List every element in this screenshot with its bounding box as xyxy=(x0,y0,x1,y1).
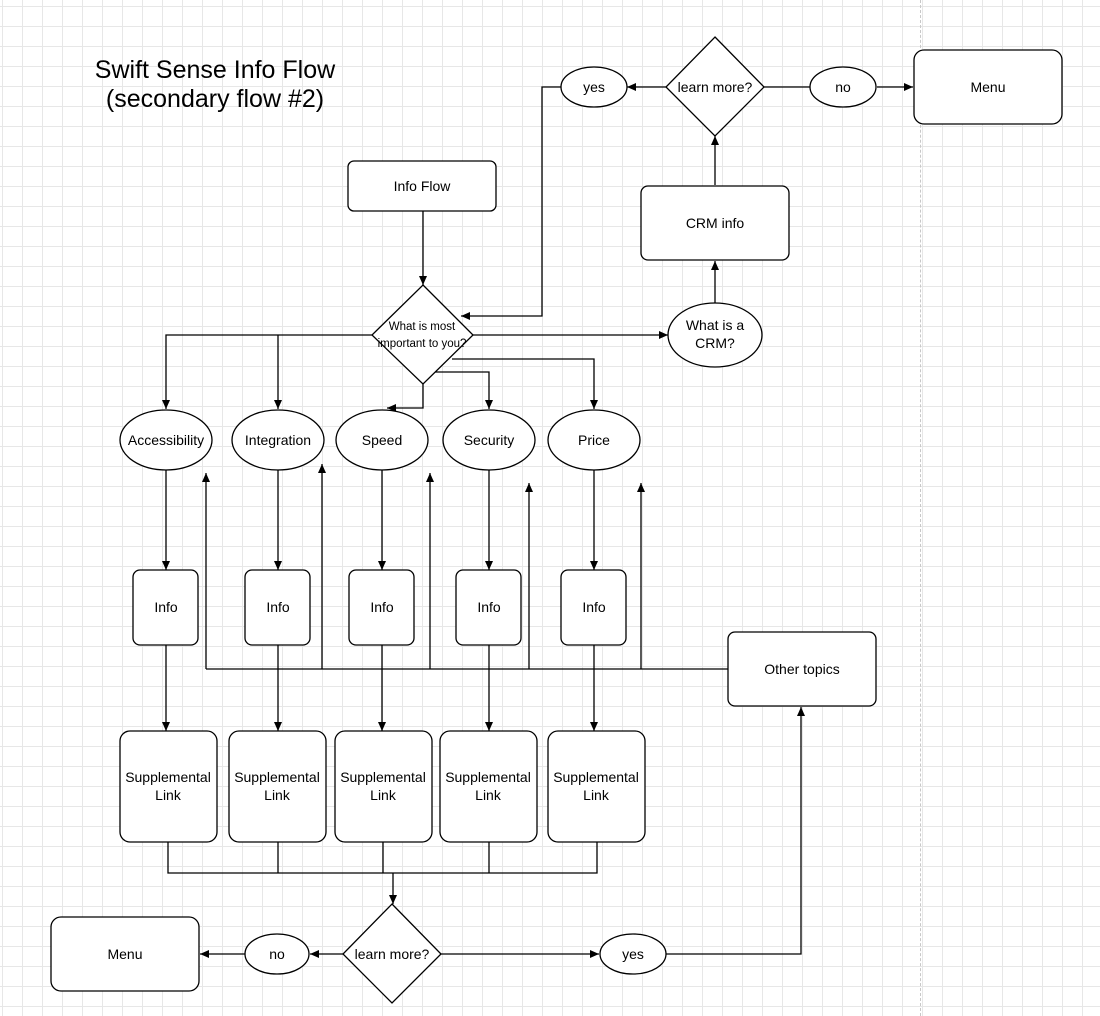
info-box-speed[interactable]: Info xyxy=(348,569,415,646)
topic-price[interactable]: Price xyxy=(547,409,641,471)
decision-learn-more-top-label: learn more? xyxy=(678,79,753,95)
topic-security[interactable]: Security xyxy=(442,409,536,471)
node-other-topics[interactable]: Other topics xyxy=(727,631,877,707)
info-box-security-label: Info xyxy=(477,599,501,615)
node-menu-bottom[interactable]: Menu xyxy=(50,916,200,992)
info-box-security[interactable]: Info xyxy=(455,569,522,646)
info-box-integration-label: Info xyxy=(266,599,290,615)
node-yes-bottom[interactable]: yes xyxy=(599,933,667,975)
node-no-top[interactable]: no xyxy=(809,66,877,108)
topic-accessibility[interactable]: Accessibility xyxy=(119,409,213,471)
decision-what-is-most-important[interactable]: What is most important to you? xyxy=(371,284,474,385)
node-yes-top[interactable]: yes xyxy=(560,66,628,108)
node-crm-info[interactable]: CRM info xyxy=(640,185,790,261)
edge-yes-bottom-to-othertopics xyxy=(666,707,805,955)
info-box-integration[interactable]: Info xyxy=(244,569,311,646)
node-what-is-a-crm[interactable]: What is a CRM? xyxy=(667,302,763,368)
supplemental-link-4-line-1: Supplemental xyxy=(445,769,531,785)
supplemental-link-price[interactable]: Supplemental Link xyxy=(547,730,646,843)
edges xyxy=(162,83,913,958)
decision-learn-more-bottom-label: learn more? xyxy=(355,946,430,962)
supplemental-link-2-line-2: Link xyxy=(264,787,291,803)
node-what-is-a-crm-line-2: CRM? xyxy=(695,335,735,351)
topic-integration[interactable]: Integration xyxy=(231,409,325,471)
info-box-speed-label: Info xyxy=(370,599,394,615)
node-info-flow[interactable]: Info Flow xyxy=(347,160,497,212)
topic-integration-label: Integration xyxy=(245,432,311,448)
info-box-accessibility-label: Info xyxy=(154,599,178,615)
node-menu-top[interactable]: Menu xyxy=(913,49,1063,125)
node-menu-bottom-label: Menu xyxy=(107,946,142,962)
title-line-1: Swift Sense Info Flow xyxy=(94,56,336,84)
supplemental-link-3-line-1: Supplemental xyxy=(340,769,426,785)
decision-main-label-line-1: What is most xyxy=(389,321,456,333)
topic-price-label: Price xyxy=(578,432,610,448)
edge-question-to-price xyxy=(452,358,598,409)
topic-speed[interactable]: Speed xyxy=(335,409,429,471)
decision-learn-more-bottom[interactable]: learn more? xyxy=(342,903,442,1004)
supplemental-link-2-line-1: Supplemental xyxy=(234,769,320,785)
page-boundary-line xyxy=(920,0,921,1016)
info-box-accessibility[interactable]: Info xyxy=(132,569,199,646)
edge-question-to-security xyxy=(433,371,493,409)
node-other-topics-label: Other topics xyxy=(764,661,839,677)
decision-learn-more-top[interactable]: learn more? xyxy=(665,36,765,137)
edge-question-to-accessibility xyxy=(162,334,372,409)
decision-main-label-line-2: important to you? xyxy=(378,338,467,350)
node-what-is-a-crm-line-1: What is a xyxy=(686,317,745,333)
node-info-flow-label: Info Flow xyxy=(394,178,452,194)
supplemental-link-security[interactable]: Supplemental Link xyxy=(439,730,538,843)
node-no-bottom-label: no xyxy=(269,946,285,962)
supplemental-link-3-line-2: Link xyxy=(370,787,397,803)
info-box-price-label: Info xyxy=(582,599,606,615)
node-no-bottom[interactable]: no xyxy=(244,933,310,975)
edge-yes-back-to-question xyxy=(461,86,561,320)
diagram-title: Swift Sense Info Flow (secondary flow #2… xyxy=(60,56,370,114)
node-yes-bottom-label: yes xyxy=(622,946,644,962)
node-menu-top-label: Menu xyxy=(970,79,1005,95)
topic-speed-label: Speed xyxy=(362,432,402,448)
title-line-2: (secondary flow #2) xyxy=(105,85,325,113)
supplemental-link-1-line-2: Link xyxy=(155,787,182,803)
supplemental-link-accessibility[interactable]: Supplemental Link xyxy=(119,730,218,843)
node-no-top-label: no xyxy=(835,79,851,95)
supplemental-link-integration[interactable]: Supplemental Link xyxy=(228,730,327,843)
node-yes-top-label: yes xyxy=(583,79,605,95)
supplemental-link-4-line-2: Link xyxy=(475,787,502,803)
supplemental-link-5-line-1: Supplemental xyxy=(553,769,639,785)
supplemental-link-5-line-2: Link xyxy=(583,787,610,803)
edge-question-to-speed xyxy=(387,384,424,412)
info-box-price[interactable]: Info xyxy=(560,569,627,646)
topic-accessibility-label: Accessibility xyxy=(128,432,204,448)
supplemental-link-1-line-1: Supplemental xyxy=(125,769,211,785)
node-crm-info-label: CRM info xyxy=(686,215,745,231)
supplemental-link-speed[interactable]: Supplemental Link xyxy=(334,730,433,843)
topic-security-label: Security xyxy=(464,432,515,448)
